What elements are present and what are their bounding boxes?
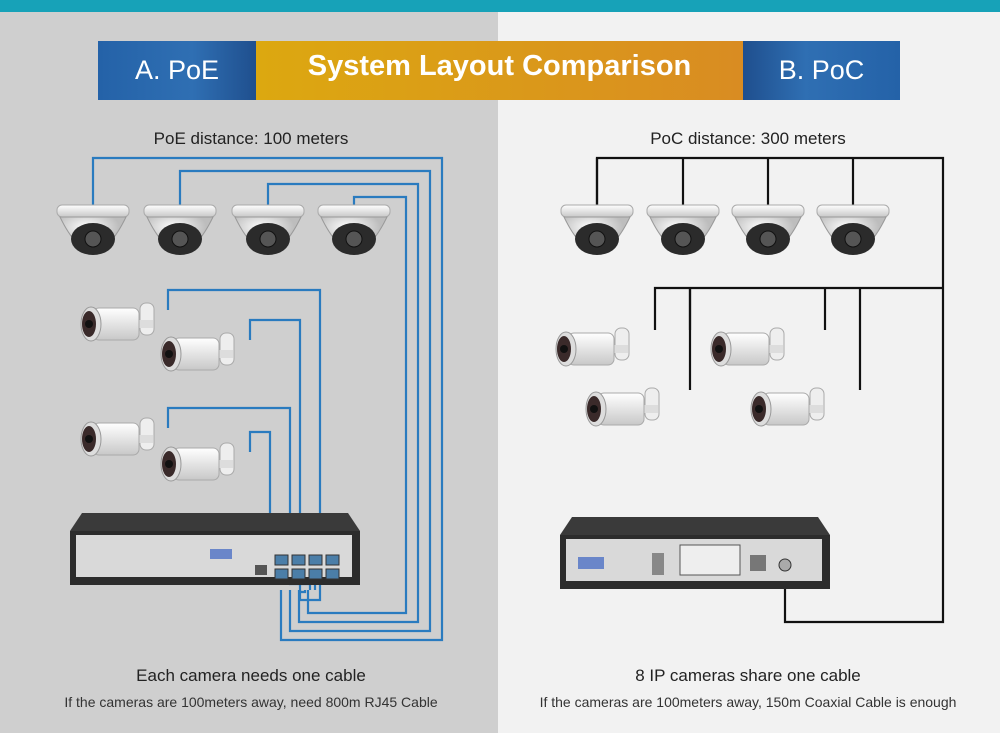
rj45-port	[308, 568, 323, 580]
poc-label: B. PoC	[743, 41, 900, 100]
rj45-port	[308, 554, 323, 566]
usb-port	[652, 553, 664, 575]
rj45-port	[274, 568, 289, 580]
poe-subcaption: If the cameras are 100meters away, need …	[64, 694, 438, 710]
poc-panel	[498, 12, 1000, 733]
network-port	[750, 555, 766, 571]
dome-camera	[56, 204, 130, 255]
poe-nvr	[70, 513, 360, 585]
poe-cable	[306, 195, 408, 615]
bullet-camera	[585, 387, 660, 427]
bullet-camera	[160, 332, 235, 372]
lan-port	[255, 565, 267, 575]
rj45-port	[291, 568, 306, 580]
poc-subcaption: If the cameras are 100meters away, 150m …	[539, 694, 957, 710]
dome-camera	[646, 204, 720, 255]
dome-camera	[231, 204, 305, 255]
rj45-port	[325, 554, 340, 566]
poe-cable	[266, 182, 420, 624]
dome-camera	[317, 204, 391, 255]
poe-cable	[91, 156, 444, 642]
dome-camera	[560, 204, 634, 255]
bullet-camera	[750, 387, 825, 427]
rj45-port	[325, 568, 340, 580]
vga-port	[210, 549, 232, 559]
vga-port	[578, 557, 604, 569]
poe-cable	[248, 318, 307, 594]
rj45-port	[274, 554, 289, 566]
poc-nvr	[560, 517, 830, 589]
bullet-camera	[710, 327, 785, 367]
dome-camera	[816, 204, 890, 255]
bullet-camera	[555, 327, 630, 367]
poe-panel	[0, 12, 498, 733]
poe-label: A. PoE	[98, 41, 256, 100]
rj45-port	[291, 554, 306, 566]
poe-distance: PoE distance: 100 meters	[153, 129, 349, 148]
bullet-camera	[80, 417, 155, 457]
warning-label	[679, 544, 741, 576]
poe-caption: Each camera needs one cable	[136, 666, 366, 685]
poe-cable	[178, 169, 432, 633]
top-bar	[0, 0, 1000, 12]
poc-caption: 8 IP cameras share one cable	[635, 666, 861, 685]
poc-distance: PoC distance: 300 meters	[650, 129, 846, 148]
dome-camera	[143, 204, 217, 255]
bullet-camera	[80, 302, 155, 342]
poe-cable	[166, 288, 322, 602]
page-title: System Layout Comparison	[256, 41, 743, 100]
bullet-camera	[160, 442, 235, 482]
dome-camera	[731, 204, 805, 255]
video-port	[778, 558, 792, 572]
poc-cable-branch	[653, 286, 943, 330]
